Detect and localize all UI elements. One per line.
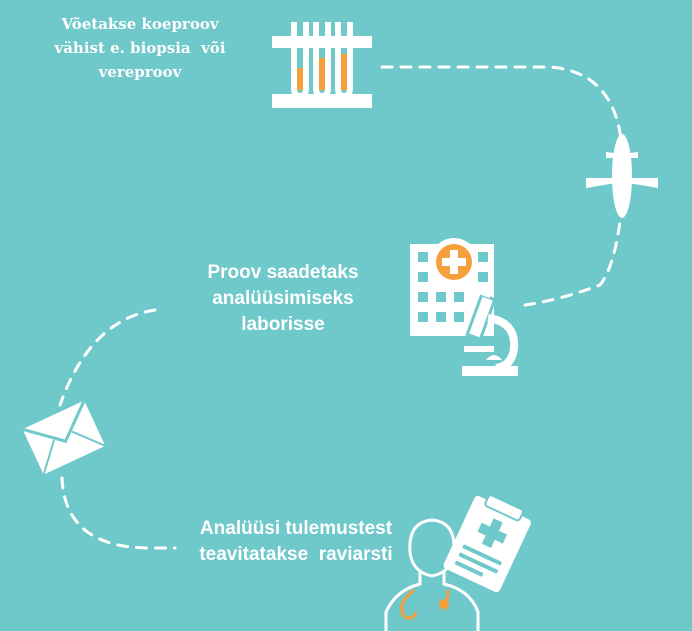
step-2-label: Proov saadetaks analüüsimiseks laborisse — [178, 260, 388, 338]
step-3-label: Analüüsi tulemustest teavitatakse raviar… — [170, 516, 422, 568]
step-2-line-2: analüüsimiseks — [212, 288, 354, 309]
step-1-line-2: vähist e. biopsia või — [54, 39, 226, 57]
clipboard-icon — [443, 494, 531, 593]
test-tubes-icon — [272, 22, 372, 108]
step-3-line-1: Analüüsi tulemustest — [199, 518, 393, 539]
step-2-line-1: Proov saadetaks — [207, 262, 359, 283]
connector-path-bottom — [58, 308, 177, 550]
step-1-line-1: Võetakse koeproov — [61, 15, 219, 33]
step-1-line-3: vereproov — [98, 63, 182, 81]
step-2-line-3: laborisse — [241, 314, 325, 335]
microscope-icon — [462, 281, 519, 376]
doctor-icon — [384, 518, 480, 631]
step-1-label: Võetakse koeproov vähist e. biopsia või … — [30, 12, 250, 84]
step-3-line-2: teavitatakse raviarsti — [199, 544, 393, 565]
connector-path-top — [380, 65, 624, 307]
envelope-icon — [22, 399, 106, 475]
airplane-icon — [586, 134, 658, 218]
